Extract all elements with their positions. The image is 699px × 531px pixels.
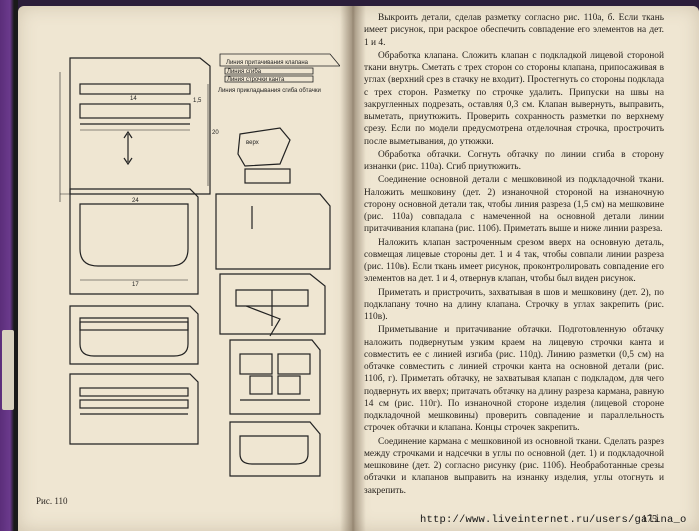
source-url: http://www.liveinternet.ru/users/galina_… [420,514,687,526]
figure-b [215,127,331,270]
figure-g [69,373,199,445]
svg-text:14: 14 [130,96,137,102]
svg-text:17: 17 [132,282,139,288]
svg-text:20: 20 [212,130,219,136]
paragraph: Соединение кармана с мешковиной из основ… [364,436,664,496]
paragraph: Выкроить детали, сделав разметку согласн… [364,13,664,48]
svg-text:верх: верх [246,140,259,146]
paragraph: Приметывание и притачивание обтачки. Под… [364,325,664,434]
figure-c [69,188,199,295]
pattern-figures: Линия притачивания клапана Линия сгиба Л… [59,53,340,477]
figure-a-labels [219,53,340,83]
svg-text:Линия притачивания клапана: Линия притачивания клапана [226,60,309,66]
paragraph: Приметать и пристрочить, захватывая в шо… [364,287,664,323]
page-number: 175 [642,514,657,525]
figure-caption: Рис. 110 [36,496,68,506]
paragraph: Обработка обтачки. Согнуть обтачку по ли… [364,149,664,172]
body-text: Выкроить детали, сделав разметку согласн… [364,12,664,497]
svg-text:Линия прикладывания сгиба обта: Линия прикладывания сгиба обтачки [218,88,321,94]
right-page [352,6,699,531]
svg-text:Линия строчки канта: Линия строчки канта [227,77,285,83]
svg-text:Линия сгиба: Линия сгиба [227,69,262,75]
paragraph: Обработка клапана. Сложить клапан с подк… [364,50,664,147]
book-edge-sticker [2,330,14,410]
figure-a [59,57,211,202]
figure-d [219,273,326,337]
paragraph: Соединение основной детали с мешковиной … [364,175,664,235]
figure-f [229,339,321,415]
svg-text:24: 24 [132,198,139,204]
figure-h [229,421,321,477]
svg-text:1,5: 1,5 [193,98,202,104]
figure-e [69,305,199,365]
paragraph: Наложить клапан застроченным срезом ввер… [364,237,664,285]
